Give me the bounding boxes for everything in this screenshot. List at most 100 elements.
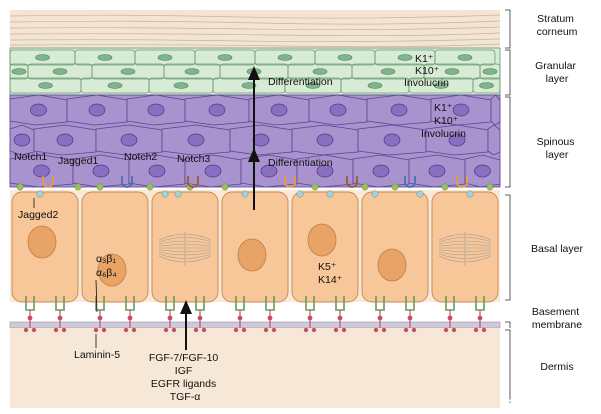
granular-nucleus	[482, 68, 498, 75]
laminin-dot	[263, 327, 269, 333]
granular-cell	[479, 63, 501, 80]
notch2-label: Notch2	[124, 151, 157, 163]
granular-nucleus	[107, 82, 123, 89]
jagged1-ligand	[441, 183, 449, 191]
jagged2-ligand	[296, 190, 304, 198]
notch1-label: Notch1	[14, 151, 47, 163]
basal-nucleus	[97, 253, 127, 287]
jagged2-ligand	[466, 190, 474, 198]
label-basal-layer: Basal layer	[531, 243, 583, 255]
granular-nucleus	[97, 54, 113, 61]
spinous-nucleus	[316, 164, 334, 178]
jagged2-ligand	[371, 190, 379, 198]
jagged2-ligand	[36, 190, 44, 198]
spinous-nucleus	[428, 164, 446, 178]
laminin-dot	[373, 327, 379, 333]
jagged1-ligand	[221, 183, 229, 191]
layer-brackets	[505, 9, 511, 398]
granular-markers: K1⁺ K10⁺ Involucrin	[404, 53, 449, 89]
laminin-dot	[101, 327, 107, 333]
spinous-nucleus	[390, 103, 408, 117]
granular-nucleus	[241, 82, 257, 89]
laminin-dot	[53, 327, 59, 333]
spinous-cell	[490, 94, 501, 126]
laminin-dot	[193, 327, 199, 333]
laminin-dot	[23, 327, 29, 333]
granular-nucleus	[157, 54, 173, 61]
integrin-a3b1-label: α₃β₁	[96, 253, 116, 265]
granular-nucleus	[457, 54, 473, 61]
notch-receptor	[346, 176, 358, 188]
notch-receptor	[121, 176, 133, 188]
laminin-dot	[311, 327, 317, 333]
granular-nucleus	[184, 68, 200, 75]
stratum-corneum-layer	[9, 10, 501, 48]
spinous-nucleus	[316, 133, 334, 147]
jagged1-ligand	[391, 183, 399, 191]
laminin-dot	[123, 327, 129, 333]
spinous-nucleus	[147, 103, 165, 117]
laminin-dot	[411, 327, 417, 333]
mitotic-spindle	[438, 232, 492, 266]
spinous-markers: K1⁺ K10⁺ Involucrin	[421, 102, 466, 140]
spinous-cell	[487, 124, 501, 156]
spinous-nucleus	[372, 164, 390, 178]
growth-factor-arrow	[180, 300, 192, 350]
granular-nucleus	[173, 82, 189, 89]
granular-nucleus	[38, 82, 53, 89]
notch-receptor	[187, 176, 199, 188]
granular-nucleus	[479, 82, 494, 89]
basal-markers: K5⁺ K14⁺	[318, 261, 343, 286]
granular-cell	[434, 49, 496, 66]
granular-nucleus	[444, 68, 460, 75]
notch3-label: Notch3	[177, 153, 210, 165]
granular-nucleus	[52, 68, 68, 75]
basement-membrane	[9, 321, 501, 329]
granular-nucleus	[305, 82, 321, 89]
laminin-dot	[341, 327, 347, 333]
jagged1-ligand	[96, 183, 104, 191]
label-stratum-corneum: Stratum corneum	[537, 13, 578, 38]
differentiation-arrow-lower	[248, 148, 260, 210]
laminin-dot	[443, 327, 449, 333]
jagged1-ligand	[146, 183, 154, 191]
laminin-dot	[163, 327, 169, 333]
integrin-pointer	[95, 279, 98, 313]
granular-nucleus	[397, 54, 413, 61]
spinous-nucleus	[270, 103, 288, 117]
granular-cell	[472, 77, 501, 94]
jagged1-ligand	[74, 183, 82, 191]
laminin-dot	[31, 327, 37, 333]
spinous-nucleus	[252, 133, 270, 147]
notch-receptor	[456, 176, 468, 188]
jagged2-ligand	[174, 190, 182, 198]
granular-nucleus	[312, 68, 328, 75]
jagged2-ligand	[161, 190, 169, 198]
label-dermis: Dermis	[540, 361, 573, 373]
granular-nucleus	[380, 68, 396, 75]
laminin-dot	[233, 327, 239, 333]
granular-nucleus	[433, 82, 449, 89]
laminin-dot	[201, 327, 207, 333]
laminin-dot	[241, 327, 247, 333]
laminin-dot	[333, 327, 339, 333]
spinous-nucleus	[148, 164, 166, 178]
jagged2-ligand	[241, 190, 249, 198]
basal-layer	[10, 190, 500, 303]
differentiation-label-lower: Differentiation	[268, 157, 333, 169]
mitotic-spindle	[158, 232, 212, 266]
spinous-nucleus	[187, 133, 205, 147]
basal-nucleus	[237, 238, 267, 272]
jagged2-ligand	[326, 190, 334, 198]
spinous-nucleus	[88, 103, 106, 117]
granular-nucleus	[337, 54, 353, 61]
laminin-dot	[473, 327, 479, 333]
jagged1-ligand	[16, 183, 24, 191]
notch-receptor	[42, 176, 54, 188]
jagged2-label: Jagged2	[18, 209, 58, 221]
notch-receptor	[404, 176, 416, 188]
spinous-nucleus	[448, 133, 466, 147]
basal-nucleus	[27, 225, 57, 259]
spinous-nucleus	[56, 133, 74, 147]
